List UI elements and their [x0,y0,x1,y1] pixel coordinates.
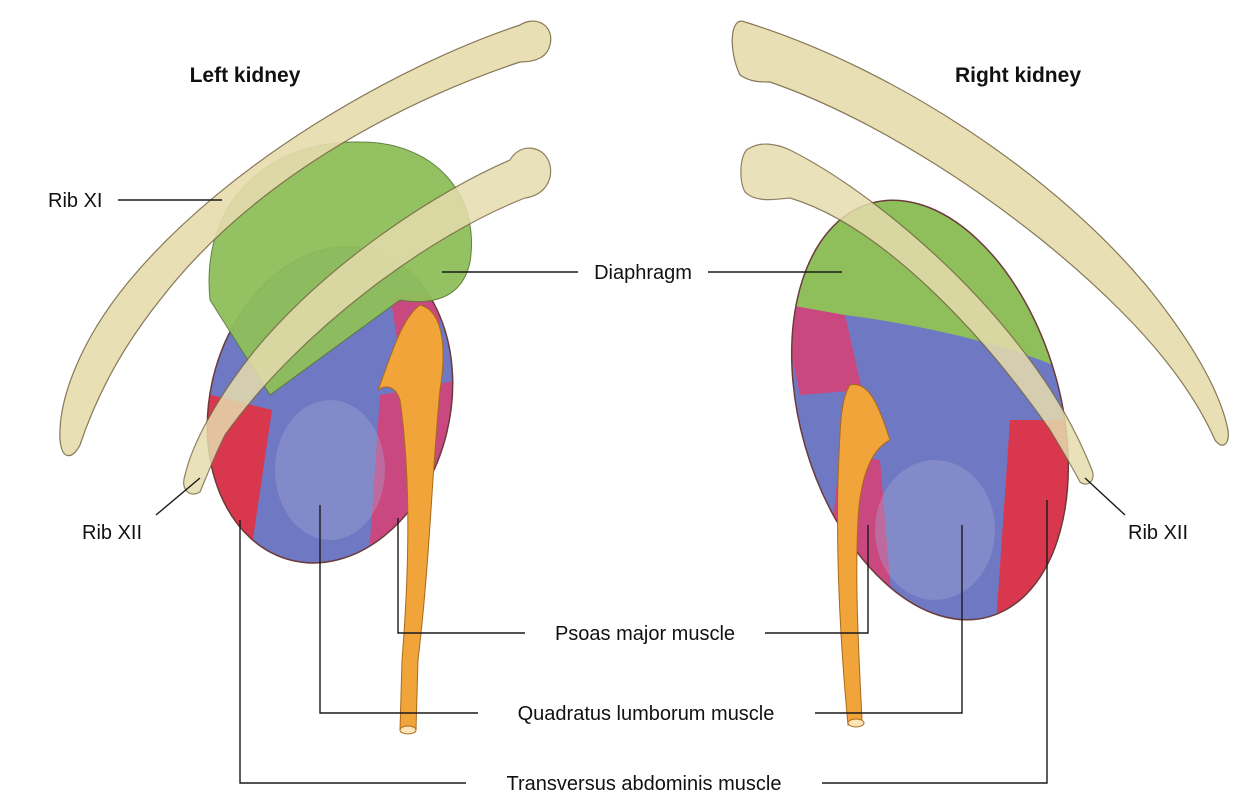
transversus-abdominis-label: Transversus abdominis muscle [507,773,782,795]
right-kidney [732,21,1228,727]
rib-xi-label: Rib XI [48,190,102,212]
leader-transversus-left [240,520,466,783]
left-kidney [60,21,551,734]
right-kidney-title: Right kidney [955,64,1081,87]
left-kidney-title: Left kidney [190,64,301,87]
quadratus-lumborum-label: Quadratus lumborum muscle [518,703,775,725]
diaphragm-label: Diaphragm [594,262,692,284]
psoas-major-label: Psoas major muscle [555,623,735,645]
leader-rib-xii-left [156,478,200,515]
rib-xii-right-label: Rib XII [1128,522,1188,544]
leader-rib-xii-right [1085,478,1125,515]
rib-xii-left-label: Rib XII [82,522,142,544]
